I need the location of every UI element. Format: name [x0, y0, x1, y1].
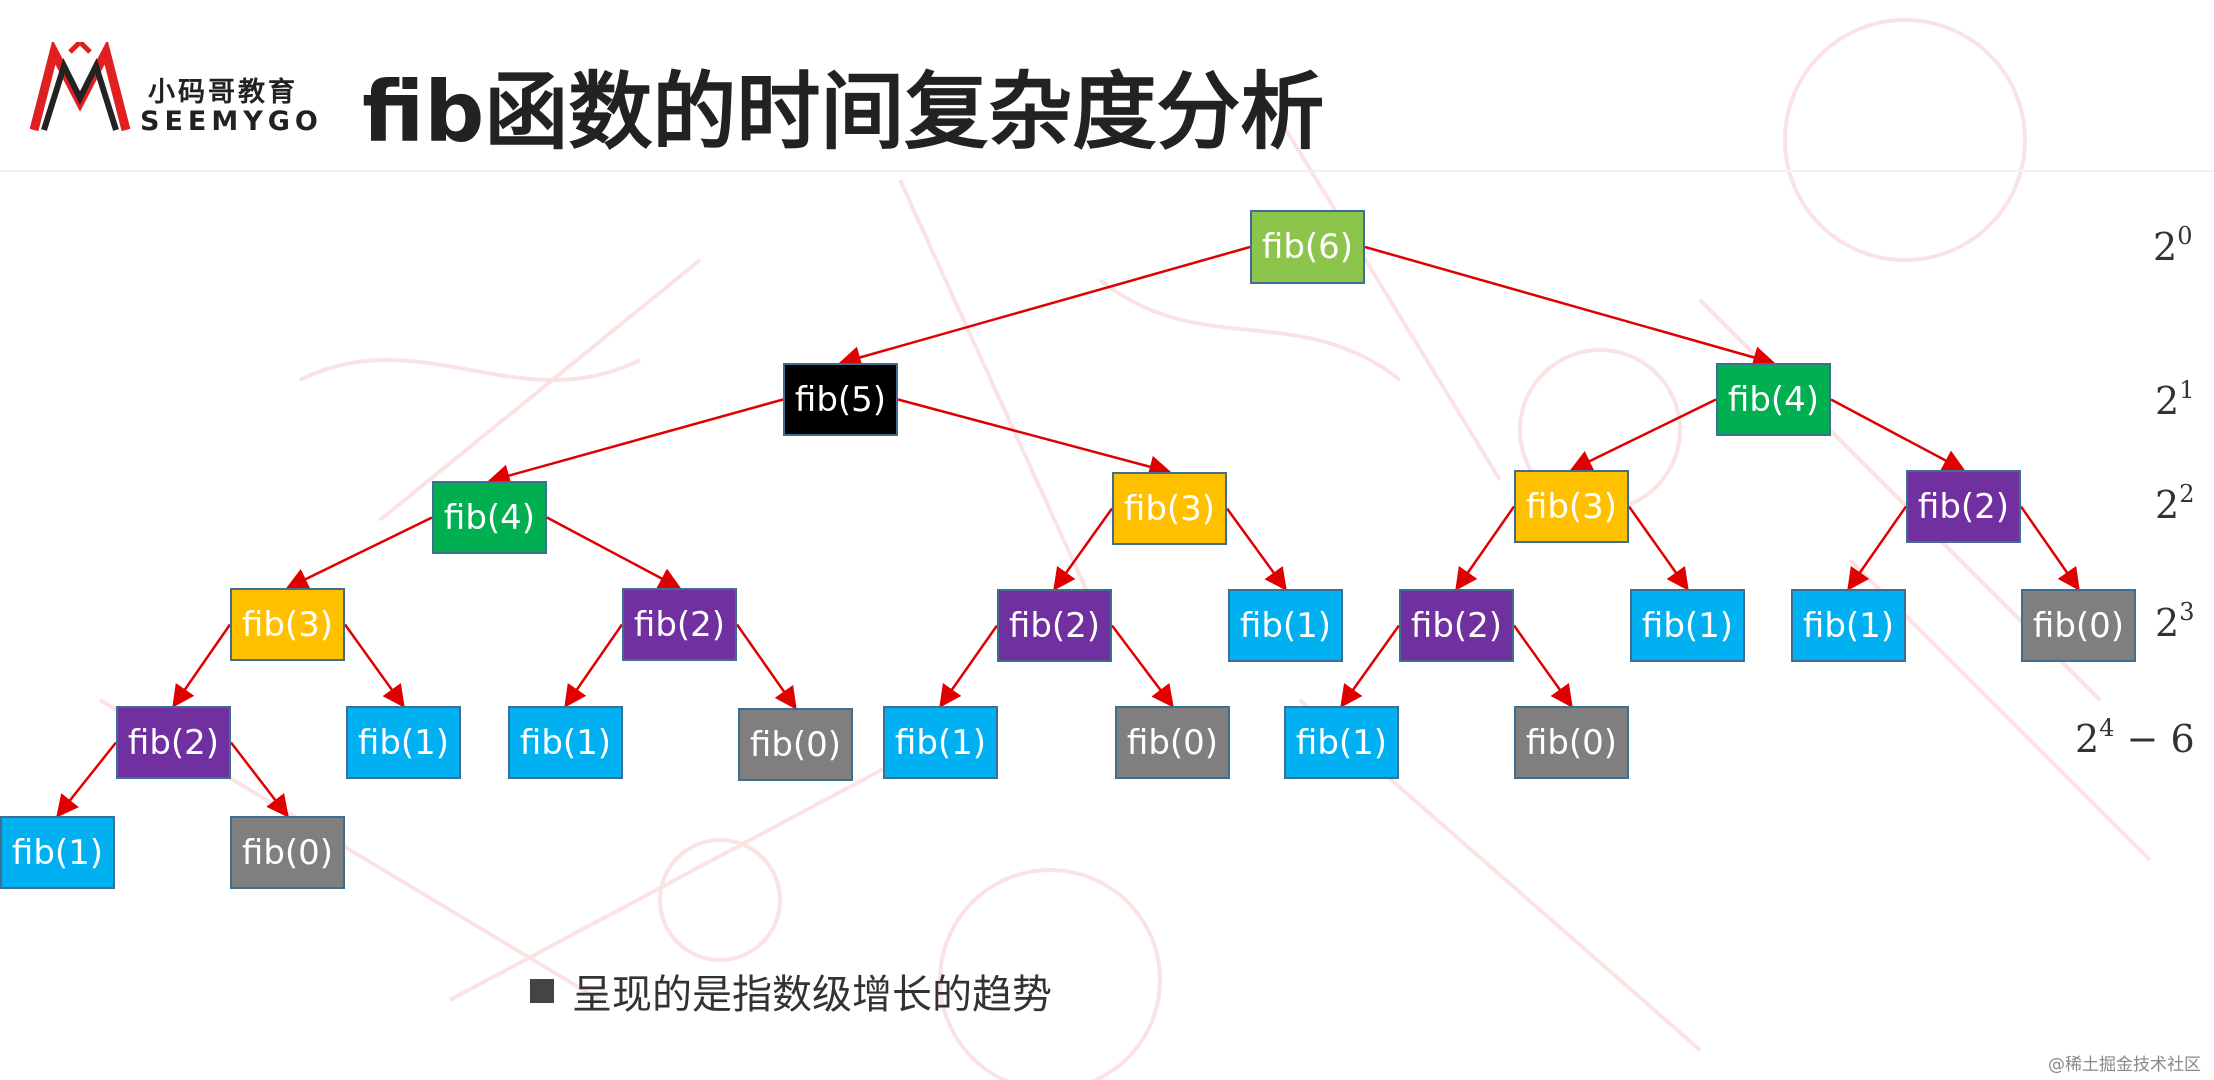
edge-n2c-n0a	[2019, 505, 2080, 591]
node-fib0-d: fib(0)	[1514, 706, 1629, 779]
edge-n4l-n3a	[285, 516, 433, 590]
node-fib6: fib(6)	[1250, 210, 1365, 284]
edge-n3b-n2b	[1053, 507, 1114, 591]
node-fib1-b: fib(1)	[1630, 589, 1745, 662]
edge-n3c-n2d	[1455, 505, 1516, 591]
node-fib3-a: fib(3)	[230, 588, 345, 661]
square-bullet-icon	[530, 979, 554, 1003]
edge-n3b-n1a	[1225, 507, 1287, 591]
page-title: fib函数的时间复杂度分析	[362, 63, 1325, 161]
node-fib2-d: fib(2)	[1399, 589, 1514, 662]
edge-n3a-n1d	[343, 623, 405, 708]
node-fib1-d: fib(1)	[346, 706, 461, 779]
edge-n6-n4r	[1364, 245, 1776, 369]
node-fib4-left: fib(4)	[432, 481, 547, 554]
node-fib0-b: fib(0)	[738, 708, 853, 781]
node-fib1-g: fib(1)	[1284, 706, 1399, 779]
node-fib3-c: fib(3)	[1514, 470, 1629, 543]
node-fib2-b: fib(2)	[997, 589, 1112, 662]
edge-n4r-n3c	[1569, 398, 1717, 472]
edge-n2b-n1f	[939, 624, 999, 708]
node-fib2-a: fib(2)	[622, 588, 737, 661]
edge-n3c-n1b	[1627, 505, 1689, 591]
bullet-point: 呈现的是指数级增长的趋势	[530, 962, 1052, 1020]
logo-text-en: SEEMYGO	[140, 106, 323, 137]
node-fib1-h: fib(1)	[0, 816, 115, 889]
edge-n4r-n2c	[1830, 398, 1966, 472]
node-fib0-c: fib(0)	[1115, 706, 1230, 779]
node-fib1-a: fib(1)	[1228, 589, 1343, 662]
edge-n2e-n1h	[56, 741, 117, 818]
node-fib3-b: fib(3)	[1112, 472, 1227, 545]
level-label-0: 20	[2153, 222, 2193, 269]
edge-n3a-n2e	[172, 623, 232, 708]
edge-n2d-n0d	[1512, 624, 1573, 708]
node-fib1-f: fib(1)	[883, 706, 998, 779]
edge-n2b-n0c	[1111, 624, 1174, 708]
node-fib2-c: fib(2)	[1906, 470, 2021, 543]
level-label-2: 22	[2155, 480, 2195, 527]
edge-n2c-n1c	[1847, 505, 1908, 591]
edge-n2a-n0b	[735, 623, 797, 710]
logo-text-cn: 小码哥教育	[148, 77, 298, 108]
node-fib5: fib(5)	[783, 363, 898, 436]
edge-n2e-n0e	[230, 741, 289, 818]
node-fib0-a: fib(0)	[2021, 589, 2136, 662]
edge-n2d-n1g	[1340, 624, 1401, 708]
node-fib2-e: fib(2)	[116, 706, 231, 779]
logo	[30, 42, 131, 132]
edge-n4l-n2a	[546, 516, 682, 590]
node-fib1-e: fib(1)	[508, 706, 623, 779]
header-divider	[0, 170, 2214, 172]
level-label-1: 21	[2155, 376, 2195, 423]
bullet-text: 呈现的是指数级增长的趋势	[572, 972, 1052, 1018]
level-label-3: 23	[2155, 598, 2195, 645]
edge-n2a-n1e	[564, 623, 624, 708]
node-fib1-c: fib(1)	[1791, 589, 1906, 662]
source-watermark-text: @稀土掘金技术社区	[2048, 1055, 2201, 1075]
edge-n6-n5	[838, 245, 1251, 369]
node-fib0-e: fib(0)	[230, 816, 345, 889]
edge-n5-n4l	[487, 398, 784, 487]
edge-n5-n3b	[897, 398, 1172, 478]
level-label-4: 24 − 6	[2075, 714, 2195, 761]
node-fib4-right: fib(4)	[1716, 363, 1831, 436]
